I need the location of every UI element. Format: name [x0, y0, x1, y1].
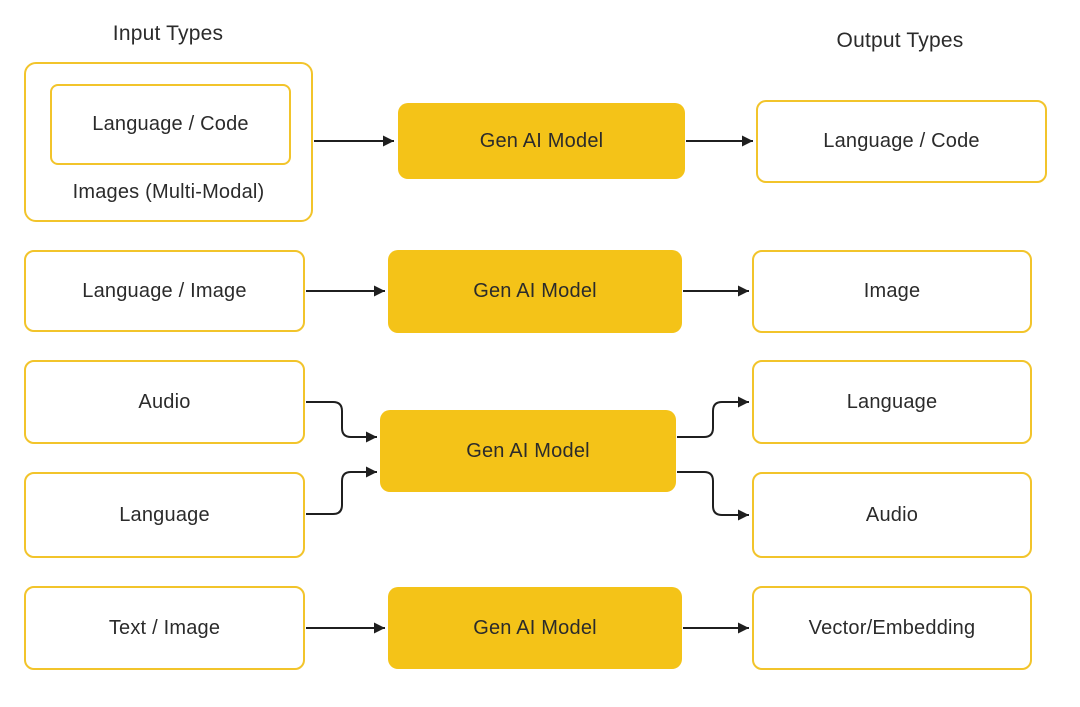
- vector-embedding-output-node: Vector/Embedding: [752, 586, 1032, 670]
- arrow-row3-model-to-audio: [677, 471, 749, 521]
- audio-output-node: Audio: [752, 472, 1032, 558]
- multimodal-sublabel: Images (Multi-Modal): [72, 180, 265, 203]
- language-code-output-node: Language / Code: [756, 100, 1047, 183]
- gen-ai-model-node-1: Gen AI Model: [398, 103, 685, 179]
- text-image-input-node: Text / Image: [24, 586, 305, 670]
- arrow-row3-audio-to-model: [306, 401, 377, 443]
- input-types-title: Input Types: [112, 22, 224, 45]
- language-output-node: Language: [752, 360, 1032, 444]
- gen-ai-model-node-3: Gen AI Model: [380, 410, 676, 492]
- language-input-node: Language: [24, 472, 305, 558]
- multimodal-input-group: Language / Code Images (Multi-Modal): [24, 62, 313, 222]
- image-output-node: Image: [752, 250, 1032, 333]
- arrow-row3-language-to-model: [306, 466, 377, 515]
- output-types-title: Output Types: [836, 29, 964, 52]
- language-code-input-node: Language / Code: [50, 84, 291, 165]
- arrow-row3-model-to-language: [677, 396, 749, 438]
- gen-ai-model-node-2: Gen AI Model: [388, 250, 682, 333]
- gen-ai-model-node-4: Gen AI Model: [388, 587, 682, 669]
- audio-input-node: Audio: [24, 360, 305, 444]
- language-image-input-node: Language / Image: [24, 250, 305, 332]
